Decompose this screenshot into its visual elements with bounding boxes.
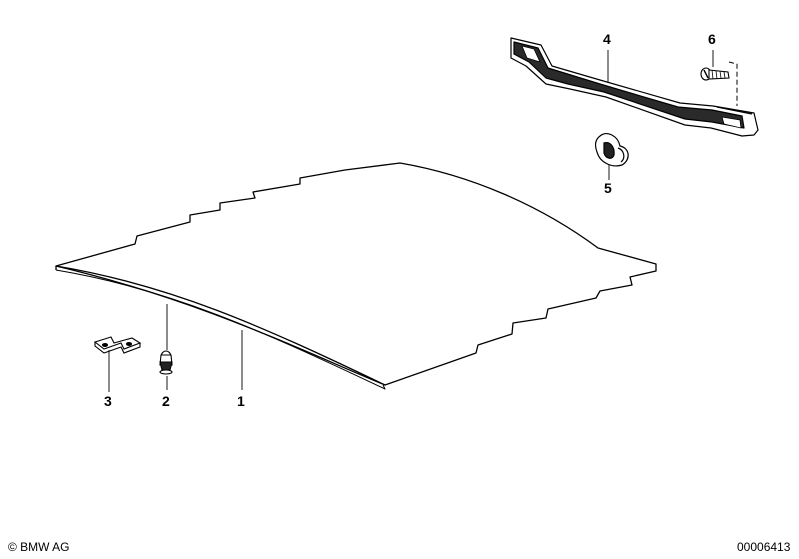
callout-1: 1	[237, 393, 245, 409]
headliner-panel	[55, 162, 657, 390]
callout-4: 4	[603, 31, 611, 47]
grab-handle	[510, 37, 759, 137]
callout-3: 3	[104, 393, 112, 409]
push-clip	[159, 350, 173, 375]
clip-fastener	[594, 133, 629, 167]
callout-5: 5	[604, 180, 612, 196]
assembly-line	[728, 61, 738, 106]
leader-lines	[108, 50, 714, 392]
screw	[700, 67, 730, 81]
diagram-number: 00006413	[737, 540, 791, 554]
callout-2: 2	[162, 393, 170, 409]
bracket	[93, 336, 142, 354]
callout-6: 6	[708, 31, 716, 47]
copyright-text: © BMW AG	[8, 540, 70, 554]
